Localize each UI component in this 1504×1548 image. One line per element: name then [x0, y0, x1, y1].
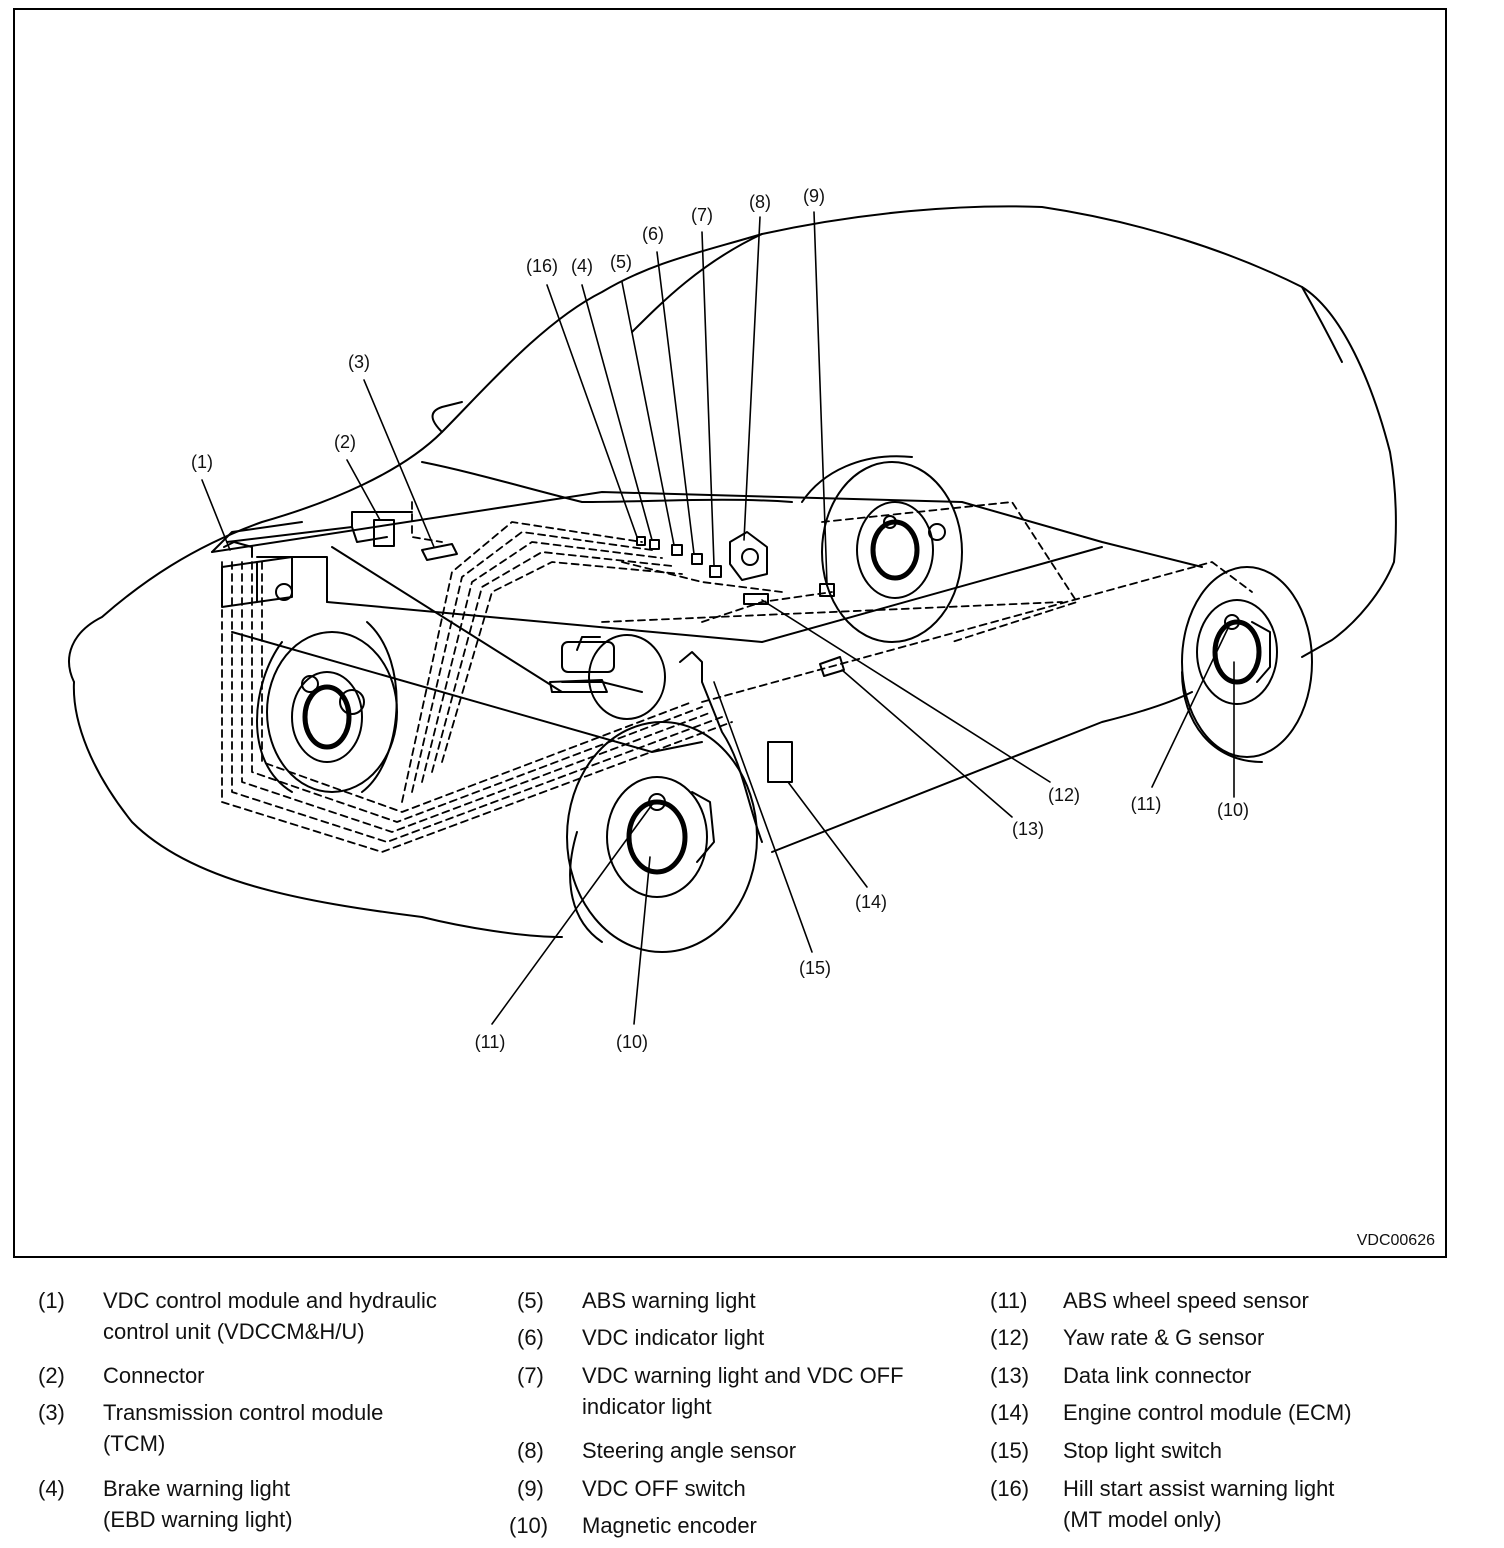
brake-line [226, 526, 388, 543]
legend-number: (14) [990, 1400, 1030, 1425]
callout-15: (15) [798, 958, 832, 978]
legend-text: Brake warning light (EBD warning light) [103, 1476, 293, 1532]
connector-shape [373, 519, 395, 547]
legend-text: VDC indicator light [582, 1325, 765, 1350]
legend-number: (11) [990, 1288, 1028, 1313]
car-illustration [68, 205, 1397, 1025]
leader-lines [201, 211, 1235, 1025]
legend-text: VDC warning light and VDC OFF indicator … [582, 1363, 904, 1419]
callout-14: (14) [854, 892, 888, 912]
legend-text: VDC control module and hydraulic control… [103, 1288, 437, 1344]
rear-left-wheel [801, 455, 963, 643]
legend-text: Hill start assist warning light (MT mode… [1063, 1476, 1335, 1532]
legend-text: Transmission control module (TCM) [103, 1400, 384, 1456]
legend-number: (16) [990, 1476, 1030, 1501]
callout-6: (6) [642, 224, 664, 244]
wiring-harness [221, 501, 1253, 853]
callout-2: (2) [334, 432, 356, 452]
brake-booster [549, 634, 666, 720]
callout-10-front: (10) [615, 1032, 649, 1052]
legend-number: (15) [990, 1438, 1030, 1463]
callout-4: (4) [571, 256, 593, 276]
legend-number: (5) [517, 1288, 544, 1313]
legend-number: (10) [509, 1513, 549, 1538]
data-link-connector-shape [819, 656, 845, 677]
front-left-wheel [256, 621, 398, 793]
legend-text: VDC OFF switch [582, 1476, 746, 1501]
vdc-component-diagram: (1) (2) (3) (16) (4) (5) (6) (7) (8) (9)… [13, 8, 1447, 1258]
callout-8: (8) [749, 192, 771, 212]
legend-text: ABS warning light [582, 1288, 756, 1313]
callout-12: (12) [1047, 785, 1081, 805]
callout-5: (5) [610, 252, 632, 272]
callout-13: (13) [1011, 819, 1045, 839]
rear-right-wheel [1181, 566, 1313, 763]
stop-light-switch-shape [679, 651, 763, 843]
callout-9: (9) [803, 186, 825, 206]
figure-id: VDC00626 [1356, 1232, 1435, 1249]
legend-number: (6) [517, 1325, 544, 1350]
callout-1: (1) [191, 452, 213, 472]
legend-number: (9) [517, 1476, 544, 1501]
legend-number: (4) [38, 1476, 65, 1501]
legend-text: Stop light switch [1063, 1438, 1222, 1463]
callout-11-front: (11) [474, 1032, 506, 1052]
legend-number: (3) [38, 1400, 65, 1425]
legend-number: (8) [517, 1438, 544, 1463]
steering-angle-sensor-shape [729, 531, 768, 581]
legend: (1) VDC control module and hydraulic con… [0, 1285, 1504, 1545]
legend-number: (2) [38, 1363, 65, 1388]
legend-number: (1) [38, 1288, 65, 1313]
legend-text: Yaw rate & G sensor [1063, 1325, 1265, 1350]
chassis-frame [211, 491, 1203, 568]
legend-number: (7) [517, 1363, 544, 1388]
tcm-shape [421, 543, 458, 561]
yaw-rate-sensor-shape [743, 593, 769, 605]
car-body-outline [68, 205, 1397, 683]
legend-text: Connector [103, 1363, 205, 1388]
ecm-shape [767, 741, 793, 783]
legend-text: Engine control module (ECM) [1063, 1400, 1352, 1425]
legend-text: Data link connector [1063, 1363, 1252, 1388]
callout-11-rear: (11) [1130, 794, 1162, 814]
legend-text: Magnetic encoder [582, 1513, 757, 1538]
vdc-module [221, 541, 293, 608]
callout-7: (7) [691, 205, 713, 225]
callout-3: (3) [348, 352, 370, 372]
callout-10-rear: (10) [1216, 800, 1250, 820]
legend-number: (12) [990, 1325, 1030, 1350]
callout-16: (16) [525, 256, 559, 276]
legend-number: (13) [990, 1363, 1030, 1388]
legend-text: Steering angle sensor [582, 1438, 797, 1463]
windshield-line [421, 461, 793, 503]
legend-text: ABS wheel speed sensor [1063, 1288, 1309, 1313]
